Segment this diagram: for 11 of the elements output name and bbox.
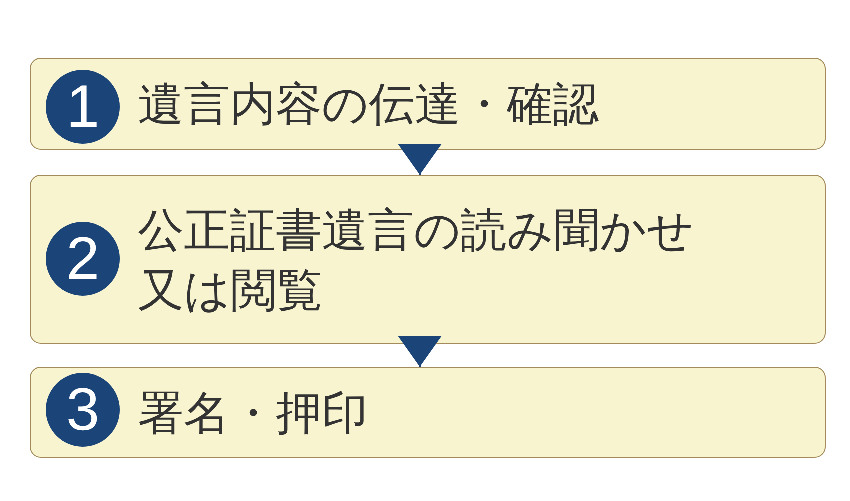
step-box (30, 175, 826, 344)
number-circle: 2 (46, 222, 120, 296)
number-circle: 3 (46, 373, 120, 447)
step-text: 署名・押印 (138, 384, 368, 442)
step-box (30, 367, 826, 458)
step-text: 遺言内容の伝達・確認 (138, 76, 599, 133)
number-circle: 1 (46, 70, 120, 144)
step-box (30, 58, 826, 150)
arrow (398, 144, 442, 175)
arrow (398, 336, 442, 367)
step-text: 公正証書遺言の読み聞かせ又は閲覧 (138, 202, 695, 318)
